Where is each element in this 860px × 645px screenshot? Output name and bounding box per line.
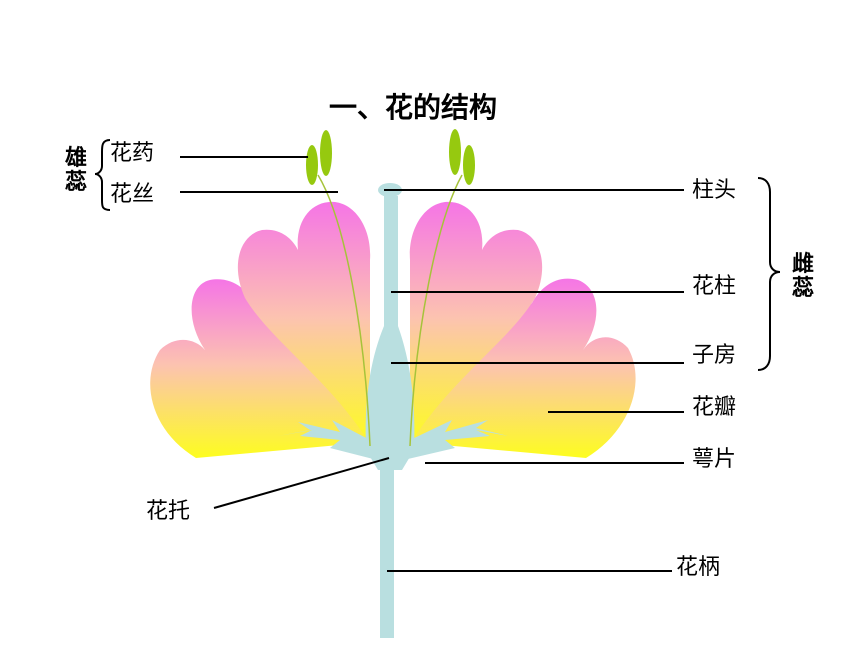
petal-outer-right: [410, 278, 636, 458]
anther-left-1: [306, 145, 318, 185]
sepal-right: [395, 420, 508, 462]
stamen-label: 雄蕊: [64, 146, 87, 195]
receptacle-label: 花托: [146, 499, 191, 524]
anther-right-2: [463, 145, 475, 185]
sepal-label: 萼片: [692, 447, 737, 472]
petal-outer-left: [150, 279, 372, 458]
petal-label: 花瓣: [692, 395, 737, 420]
style-label: 花柱: [692, 274, 737, 299]
ovary-label: 子房: [692, 343, 737, 368]
stigma-label: 柱头: [692, 178, 737, 203]
anther-label: 花药: [110, 141, 155, 166]
pedicel-label: 花柄: [676, 555, 721, 580]
diagram-title: 一、花的结构: [328, 91, 497, 124]
filament-right: [409, 174, 463, 447]
style: [384, 196, 398, 330]
filament-left: [317, 174, 371, 447]
anther-right-1: [449, 129, 461, 175]
pedicel: [380, 458, 394, 638]
petal-inner-left: [237, 201, 371, 444]
stamen-brace: [94, 139, 111, 211]
ovary: [365, 326, 415, 450]
filament-label: 花丝: [110, 182, 155, 207]
anther-left-2: [320, 130, 332, 176]
sepal-left: [278, 420, 385, 462]
pistil-brace: [757, 177, 781, 371]
petal-inner-right: [409, 201, 543, 444]
leader-receptacle: [213, 457, 390, 509]
pistil-label: 雌蕊: [791, 252, 814, 301]
